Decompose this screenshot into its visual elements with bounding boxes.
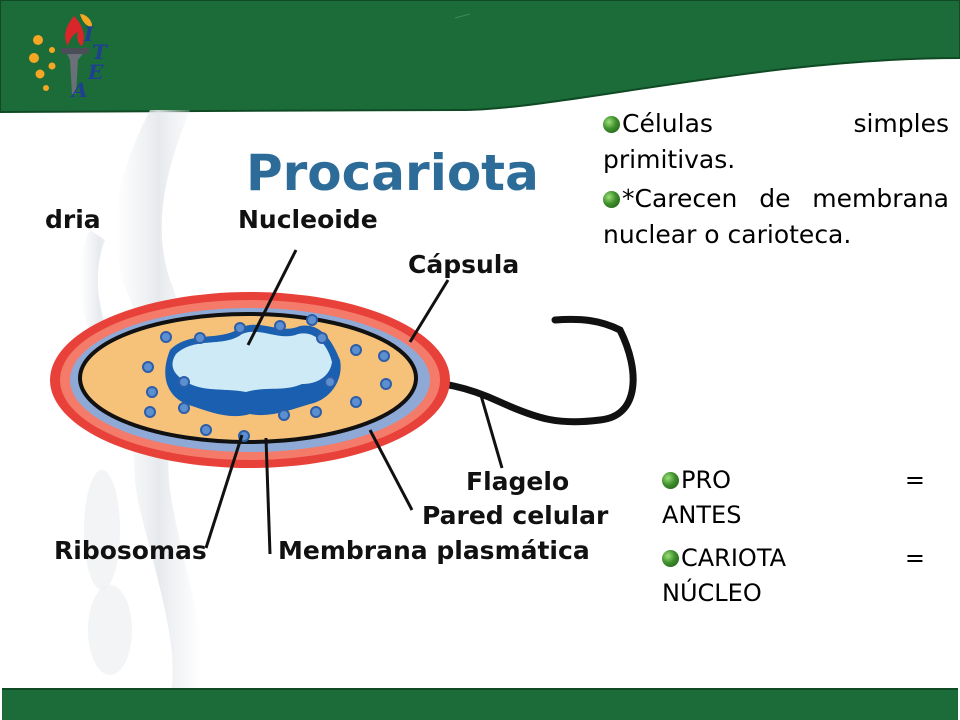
label-nucleoid: Nucleoide — [238, 205, 378, 234]
bullet-line-2: ANTES — [662, 501, 742, 529]
label-plasma-membrane: Membrana plasmática — [278, 536, 590, 565]
label-cut-mask — [40, 535, 48, 555]
bullet-line-1: PRO = — [681, 466, 925, 494]
label-ribosomes: Ribosomas — [54, 536, 207, 565]
green-bullet-icon — [662, 550, 679, 567]
bullet-line-2: primitivas. — [603, 145, 736, 174]
logo-letter-a: A — [72, 78, 88, 102]
prokaryote-diagram: Procariota — [45, 144, 637, 565]
diagram-title: Procariota — [246, 144, 539, 202]
label-mitochondria-partial: dria — [45, 205, 101, 234]
bullet-line-1: *Carecen de membrana — [622, 184, 949, 213]
bullet-cariota: CARIOTA = NÚCLEO — [662, 541, 925, 611]
bullet-line-1: Células simples — [622, 109, 949, 138]
logo: I T E A — [22, 8, 122, 103]
label-cell-wall: Pared celular — [422, 501, 609, 530]
bullet-line-1: CARIOTA = — [681, 544, 925, 572]
bullet-line-2: NÚCLEO — [662, 579, 762, 607]
logo-letter-i: I — [84, 22, 94, 46]
logo-letter-t: T — [92, 40, 107, 64]
nucleoid-light — [172, 331, 332, 392]
logo-letter-e: E — [88, 60, 104, 84]
bullet-pro: PRO = ANTES — [662, 463, 925, 533]
footer-bar — [2, 688, 958, 720]
ribosomes — [142, 314, 392, 442]
leader-lines — [204, 249, 504, 555]
label-flagellum: Flagelo — [466, 467, 569, 496]
torch-logo-icon — [29, 14, 92, 94]
bullet-no-membrane: *Carecen de membrana nuclear o carioteca… — [603, 181, 949, 253]
green-bullet-icon — [603, 116, 620, 133]
bullet-line-2: nuclear o carioteca. — [603, 220, 852, 249]
green-bullet-icon — [662, 472, 679, 489]
label-capsule: Cápsula — [408, 250, 519, 279]
green-bullet-icon — [603, 191, 620, 208]
bullet-primitive-cells: Células simples primitivas. — [603, 106, 949, 178]
flagellum-shape — [396, 315, 637, 426]
